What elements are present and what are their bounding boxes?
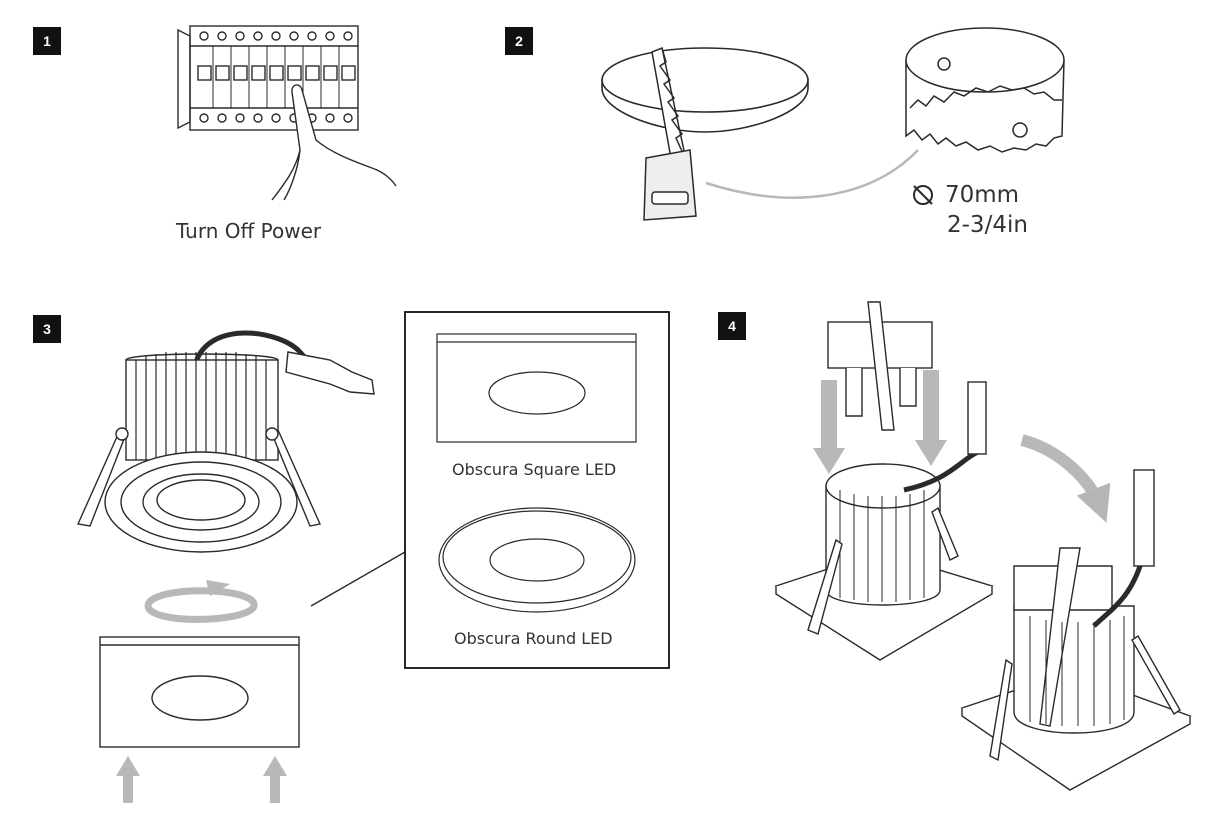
turn-off-power-caption: Turn Off Power [176, 219, 322, 243]
round-option-label: Obscura Round LED [454, 629, 613, 648]
callout-line [310, 551, 406, 607]
trim-icon [99, 636, 300, 748]
diameter-mm: 70mm [945, 182, 1020, 208]
diameter-icon [913, 185, 933, 205]
step-2-badge: 2 [505, 27, 533, 55]
rotate-arrow-icon [144, 580, 258, 623]
down-arrow-icon [813, 370, 947, 474]
breaker-panel-icon [177, 25, 359, 131]
step-4-badge: 4 [718, 312, 746, 340]
round-trim-option [438, 507, 636, 613]
hole-saw-icon [905, 27, 1065, 153]
hand-icon [271, 84, 397, 201]
spring-clip-tool [827, 301, 933, 431]
downlight-install-icon [774, 381, 994, 661]
curved-arrow-icon [1020, 434, 1111, 523]
step-1-badge: 1 [33, 27, 61, 55]
diameter-in: 2-3/4in [947, 212, 1028, 238]
downlight-icon [76, 330, 375, 553]
square-option-label: Obscura Square LED [452, 460, 617, 479]
up-arrow-icon [116, 756, 287, 803]
downlight-installed-icon [960, 469, 1192, 791]
ceiling-cutout [601, 47, 809, 133]
square-trim-option [436, 333, 637, 443]
hole-diameter-label: 70mm 2-3/4in [945, 180, 1028, 240]
guide-curve [705, 149, 919, 199]
step-3-badge: 3 [33, 315, 61, 343]
saw-icon [643, 46, 697, 221]
